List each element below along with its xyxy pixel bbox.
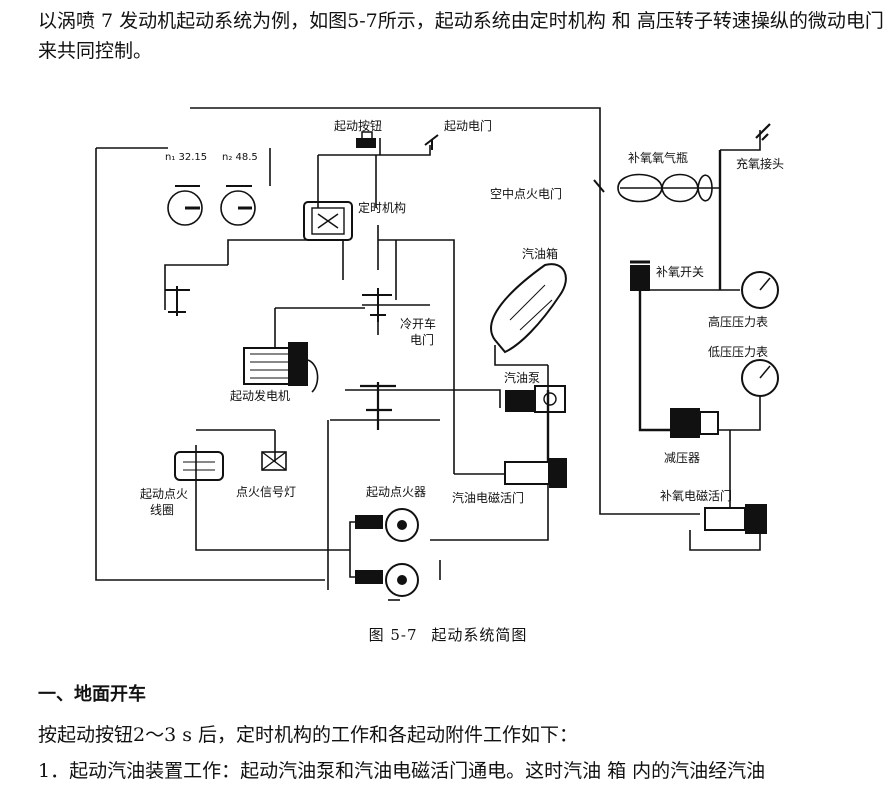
label-timer: 定时机构	[358, 200, 406, 215]
n1-speed-switch	[167, 185, 203, 226]
label-fuel-tank: 汽油箱	[522, 246, 558, 261]
relay-main	[360, 382, 396, 430]
label-low-pressure-gauge: 低压压力表	[708, 345, 768, 359]
low-pressure-gauge	[741, 359, 779, 397]
oxygen-fill-connector	[755, 123, 771, 141]
label-start-switch: 起动电门	[444, 118, 492, 133]
ignition-coil	[174, 451, 224, 481]
label-n2: n₂ 48.5	[222, 152, 258, 163]
label-cold-run-1: 冷开车	[400, 316, 436, 331]
label-cold-run-2: 电门	[410, 332, 434, 347]
relay-left	[165, 286, 190, 316]
igniter-bottom	[355, 563, 419, 597]
intro-paragraph: 以涡喷 7 发动机起动系统为例，如图5-7所示，起动系统由定时机构 和 高压转子…	[38, 10, 884, 62]
ignition-signal-lamp	[261, 451, 287, 471]
cold-run-switch	[362, 288, 392, 322]
figure-number: 图 5-7	[368, 626, 418, 644]
body-paragraph-1: 按起动按钮2～3 s 后，定时机构的工作和各起动附件工作如下：	[38, 724, 579, 746]
fuel-solenoid-valve	[504, 458, 567, 488]
start-button	[356, 131, 376, 148]
label-pressure-reducer: 减压器	[664, 451, 700, 465]
label-n1: n₁ 32.15	[165, 152, 207, 163]
label-igniter: 起动点火器	[366, 485, 426, 499]
starting-system-diagram: n₁ 32.15 n₂ 48.5 起动按钮 起动电门 定时机构 空中点火电门 补…	[95, 107, 784, 601]
igniter-top	[355, 508, 419, 542]
fuel-tank	[490, 263, 567, 366]
starter-generator	[243, 342, 319, 393]
label-fuel-solenoid-valve: 汽油电磁活门	[452, 490, 524, 505]
timer-mechanism	[303, 201, 353, 241]
body-paragraph-2: 1．起动汽油装置工作：起动汽油泵和汽油电磁活门通电。这时汽油 箱 内的汽油经汽油	[38, 760, 766, 782]
high-pressure-gauge	[741, 271, 779, 309]
air-ignition-switch	[593, 179, 605, 193]
label-air-ignition-switch: 空中点火电门	[490, 186, 562, 201]
label-oxygen-solenoid-valve: 补氧电磁活门	[660, 488, 732, 503]
fuel-pump	[505, 385, 566, 413]
label-oxygen-switch: 补氧开关	[656, 265, 704, 279]
figure-caption: 图 5-7 起动系统简图	[0, 624, 896, 645]
label-ignition-coil-1: 起动点火	[140, 487, 188, 501]
label-oxygen-bottle: 补氧氧气瓶	[628, 150, 688, 165]
oxygen-switch-valve	[630, 260, 650, 291]
section-heading: 一、地面开车	[38, 684, 146, 705]
label-fuel-pump: 汽油泵	[504, 370, 540, 385]
pressure-reducer	[670, 408, 719, 438]
label-ignition-coil-2: 线圈	[150, 503, 174, 517]
figure-title: 起动系统简图	[431, 626, 528, 644]
start-switch	[424, 134, 439, 150]
n2-speed-switch	[220, 185, 256, 226]
label-high-pressure-gauge: 高压压力表	[708, 314, 768, 329]
oxygen-solenoid-valve	[704, 504, 767, 534]
oxygen-bottle	[617, 173, 713, 203]
wiring	[95, 107, 761, 601]
label-ignition-signal-lamp: 点火信号灯	[236, 485, 296, 499]
label-oxygen-fill-connector: 充氧接头	[736, 156, 784, 171]
label-start-button: 起动按钮	[334, 118, 382, 133]
label-starter-generator: 起动发电机	[230, 388, 290, 403]
